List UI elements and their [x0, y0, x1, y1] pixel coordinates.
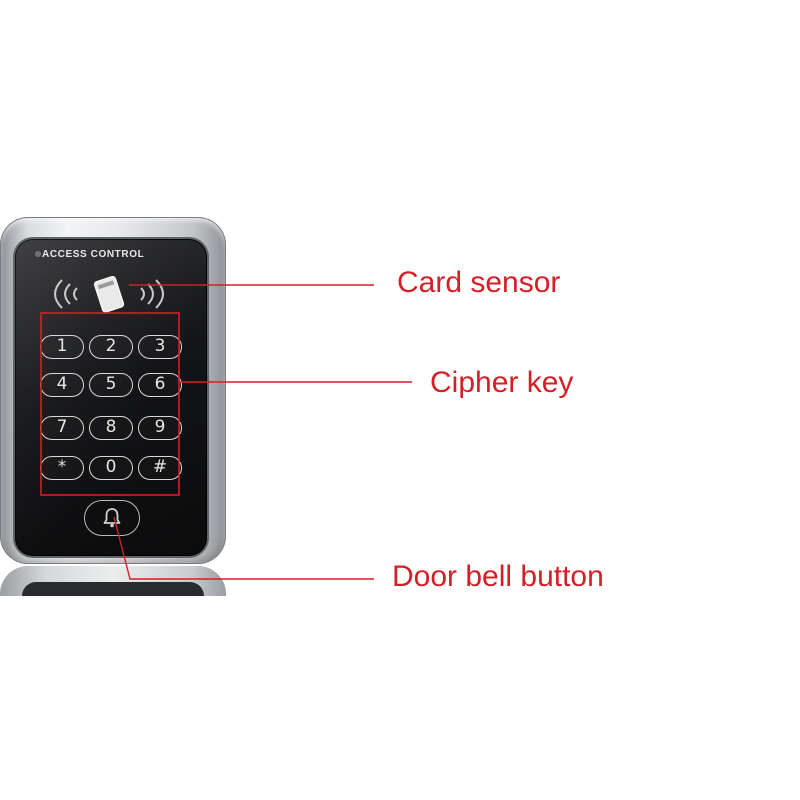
- brand-text: ACCESS CONTROL: [42, 249, 145, 260]
- key-5[interactable]: 5: [89, 373, 133, 397]
- key-6[interactable]: 6: [138, 373, 182, 397]
- door-bell-button[interactable]: [84, 500, 140, 536]
- door-bell-leader-line: [113, 516, 374, 580]
- cipher-key-label: Cipher key: [430, 366, 574, 399]
- key-2[interactable]: 2: [89, 335, 133, 359]
- key-8[interactable]: 8: [89, 416, 133, 440]
- indicator-led: [35, 251, 41, 257]
- key-0[interactable]: 0: [89, 456, 133, 480]
- bell-icon: [103, 508, 121, 528]
- key-9[interactable]: 9: [138, 416, 182, 440]
- reflection-face: [22, 582, 204, 596]
- key-3[interactable]: 3: [138, 335, 182, 359]
- key-hash[interactable]: #: [138, 456, 182, 480]
- device-reflection: [0, 566, 226, 596]
- card-sensor-label: Card sensor: [397, 266, 561, 299]
- rfid-card-icon: [54, 275, 164, 313]
- door-bell-button-label: Door bell button: [392, 560, 604, 593]
- cipher-key-highlight-box: [40, 312, 180, 496]
